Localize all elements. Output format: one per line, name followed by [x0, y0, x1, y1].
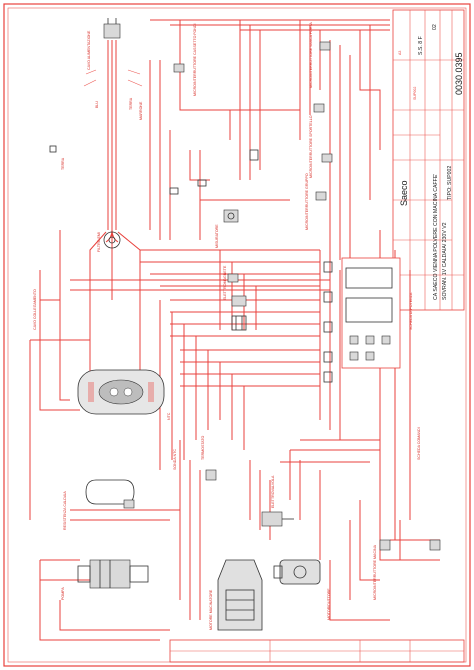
label-micro-grinder: MICROINTERRUTTORE MACINA — [373, 544, 377, 600]
thermostat-icon — [205, 273, 239, 481]
scale-value: S.S. 8 F — [418, 36, 424, 55]
label-ntc: NTC — [167, 412, 171, 420]
grinder-motor-icon — [217, 559, 263, 631]
label-link-cable: CAVO COLLEGAMENTO — [33, 289, 37, 330]
bottom-strip — [169, 639, 465, 663]
model-code: SUP002 — [413, 87, 417, 100]
label-micro-drawer: MICROINTERRUTTORE CASSETTO FONDI — [193, 23, 197, 96]
wiring — [29, 19, 440, 641]
type-label: TIPO: SUP002 — [447, 166, 453, 200]
label-electromagnet: ELETTROMAGNETE — [223, 265, 227, 300]
label-micro-door: MICROINTERRUTTORE SPORTELLO — [309, 115, 313, 178]
outer-frame — [3, 3, 471, 667]
label-brown: MARRONE — [139, 101, 143, 120]
pump-icon — [77, 559, 149, 589]
emi-filter-icon — [103, 231, 121, 249]
labels: CAVO ALIMENTAZIONE TERRA BLU MARRONE TER… — [33, 22, 421, 630]
label-micro-tray: MICROINTERRUTTORE VASCA PORTA — [309, 22, 313, 88]
title-block: Saeco 0030.0395 CA SAECO VIENNA POLVERE … — [392, 9, 465, 311]
brand-text: Saeco — [399, 180, 409, 206]
heating-element-icon — [85, 479, 135, 509]
label-gear-motor: MOTORIDUTTORE — [327, 588, 331, 620]
label-ntc-probe: SONDA NTC — [173, 449, 177, 470]
label-grinder-motor: MOTORE MACINATORE — [209, 589, 213, 630]
title-line-1: CA SAECO VIENNA POLVERE CON MACINA CAFFE… — [433, 174, 439, 300]
power-plug-icon — [103, 18, 121, 39]
label-flowmeter: MISURATORE — [215, 224, 219, 248]
control-board-icon — [323, 257, 401, 383]
drawing-number: 0030.0395 — [454, 52, 464, 95]
label-power-cable: CAVO ALIMENTAZIONE — [87, 30, 91, 70]
gear-motor-icon — [273, 559, 321, 585]
micro-switch-bottom-icon — [379, 539, 441, 551]
label-power-board: SCHEDA DI POTENZA — [409, 292, 413, 330]
label-boiler-heater: RESISTENZA CALDAIA — [63, 491, 67, 530]
solenoid-valve-icon — [261, 511, 294, 527]
flowmeter-icon — [223, 209, 239, 223]
label-thermostat: TERMOSTATO — [201, 435, 205, 460]
label-control-board: SCHEDA COMANDI — [417, 427, 421, 460]
label-ground: TERRA — [129, 97, 133, 110]
relay-icon — [231, 295, 247, 331]
revision-value: 02 — [432, 24, 438, 30]
boiler-icon — [77, 369, 165, 415]
title-line-2: SOVRAN. 1V CALDAIA/ 230V V2 — [442, 222, 448, 300]
micro-switch-icon — [173, 41, 333, 201]
label-ground-2: TERRA — [61, 157, 65, 170]
components — [49, 18, 441, 631]
connector-icon — [49, 145, 259, 195]
label-solenoid: ELETTROVALVOLA — [271, 475, 275, 508]
label-pump: POMPA — [61, 587, 65, 600]
label-emi-filter: FILTRO EMI — [97, 232, 101, 252]
label-blue: BLU — [95, 101, 99, 108]
size-value: A3 — [398, 51, 402, 55]
label-micro-group: MICROINTERRUTTORE GRUPPO — [305, 173, 309, 230]
